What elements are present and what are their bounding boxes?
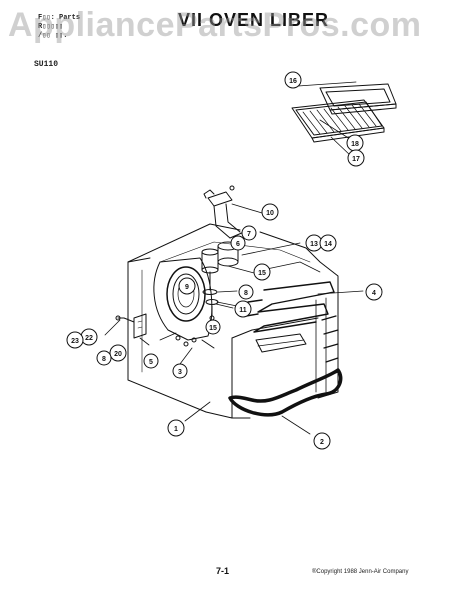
- broil-element: [245, 281, 335, 353]
- callout-8-lower: 8: [96, 350, 112, 366]
- svg-text:3: 3: [178, 369, 182, 376]
- bake-element: [228, 368, 343, 417]
- callout-18: 18: [346, 134, 364, 152]
- callout-1: 1: [167, 419, 185, 437]
- svg-text:15: 15: [209, 325, 217, 332]
- fan-cover: [153, 257, 215, 349]
- broiler-pan-assembly: [291, 83, 397, 143]
- callout-16: 16: [284, 71, 302, 89]
- callout-6: 6: [230, 235, 246, 251]
- callout-22: 22: [80, 328, 98, 346]
- callout-10: 10: [261, 203, 279, 221]
- callout-20: 20: [109, 344, 127, 362]
- model-number: SU110: [34, 60, 59, 69]
- callout-3: 3: [172, 363, 188, 379]
- header-line-2: R▯▯▯▯▯: [38, 23, 64, 31]
- callout-7: 7: [241, 225, 257, 241]
- callout-8-upper: 8: [238, 284, 254, 300]
- svg-text:11: 11: [239, 307, 247, 314]
- leader-lines: [104, 81, 364, 435]
- callout-23: 23: [66, 331, 84, 349]
- callout-14: 14: [319, 234, 337, 252]
- callout-11: 11: [234, 300, 252, 318]
- callout-17: 17: [347, 149, 365, 167]
- callout-5: 5: [143, 353, 159, 369]
- svg-text:9: 9: [185, 284, 189, 291]
- svg-text:17: 17: [352, 156, 360, 163]
- svg-text:1: 1: [174, 426, 178, 433]
- callout-9: 9: [178, 277, 196, 295]
- svg-text:13: 13: [310, 241, 318, 248]
- oven-liner-body: [127, 223, 339, 419]
- svg-text:14: 14: [324, 241, 332, 248]
- callout-15-lower: 15: [205, 319, 221, 335]
- callout-4: 4: [365, 283, 383, 301]
- svg-text:20: 20: [114, 351, 122, 358]
- svg-text:8: 8: [102, 356, 106, 363]
- diagram-title: VII OVEN LIBER: [178, 10, 330, 30]
- vent-duct: [203, 185, 245, 239]
- svg-text:22: 22: [85, 335, 93, 342]
- svg-text:10: 10: [266, 210, 274, 217]
- callout-13: 13: [305, 234, 323, 252]
- svg-text:6: 6: [236, 241, 240, 248]
- page-number: 7-1: [216, 566, 230, 576]
- svg-text:23: 23: [71, 338, 79, 345]
- copyright-notice: ®Copyright 1988 Jenn-Air Company: [312, 569, 409, 575]
- svg-text:8: 8: [244, 290, 248, 297]
- svg-text:18: 18: [351, 141, 359, 148]
- header-line-1: F▯▯: Parts: [38, 14, 81, 22]
- svg-text:4: 4: [372, 290, 376, 297]
- callout-2: 2: [313, 432, 331, 450]
- callouts: 16 18 17 10 7 6 13 14 15 9 4 8 11 15 22 …: [66, 71, 383, 450]
- bracket-and-screw: [115, 313, 147, 339]
- svg-text:15: 15: [258, 270, 266, 277]
- svg-text:2: 2: [320, 439, 324, 446]
- svg-text:16: 16: [289, 78, 297, 85]
- callout-15: 15: [253, 263, 271, 281]
- svg-text:5: 5: [149, 359, 153, 366]
- svg-text:7: 7: [247, 231, 251, 238]
- header-line-3: /▯▯ ▯▯.: [38, 32, 68, 40]
